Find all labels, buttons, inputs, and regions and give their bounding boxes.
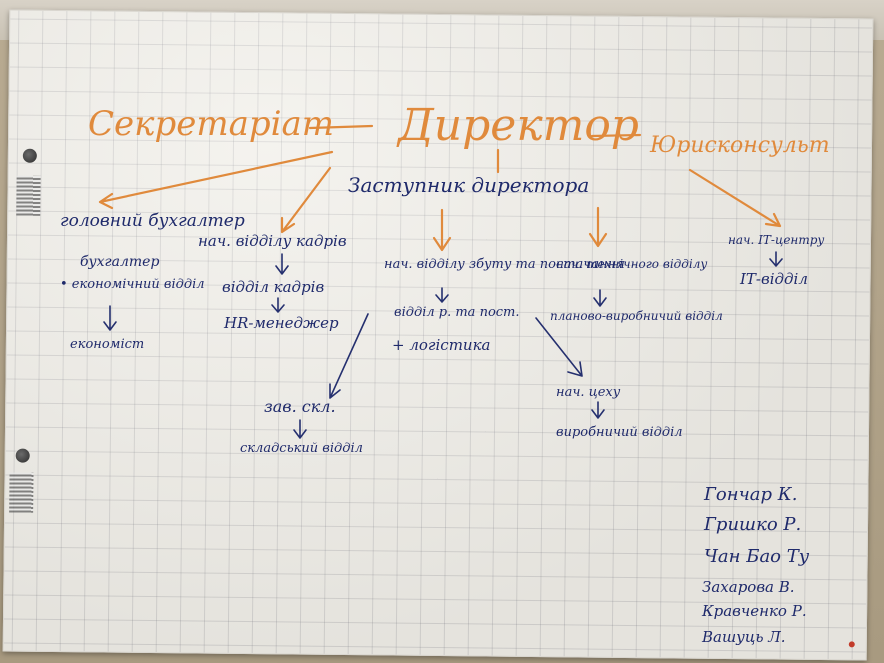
connector-line	[308, 124, 374, 130]
arrow-icon	[98, 150, 334, 210]
tech-title: нач. технічного відділу	[556, 257, 707, 271]
arrow-icon	[591, 401, 605, 419]
supply-sub1: відділ р. та пост.	[394, 305, 520, 320]
connector-line	[590, 133, 642, 138]
it-sub1: ІТ-відділ	[739, 270, 808, 288]
arrow-icon	[329, 313, 369, 399]
author-signatures: Гончар К. Гришко Р. Чан Бао Ту Захарова …	[701, 484, 810, 646]
arrow-icon	[432, 208, 452, 252]
director-label: Директор	[396, 100, 639, 151]
arrow-icon	[293, 419, 307, 439]
accountant-sub2: • економічний відділ	[60, 277, 205, 292]
author-name: Захарова В.	[702, 578, 795, 596]
hr-title: нач. відділу кадрів	[198, 232, 347, 250]
hr-sub2: HR-менеджер	[223, 314, 339, 332]
arrow-icon	[688, 168, 782, 228]
it-title: нач. ІТ-центру	[728, 233, 824, 247]
workshop-sub1: виробничий відділ	[556, 425, 683, 440]
author-name: Чан Бао Ту	[704, 546, 810, 567]
arrow-icon	[593, 289, 607, 307]
arrow-icon	[769, 251, 783, 267]
supply-title: нач. відділу збуту та постачання	[384, 257, 625, 272]
author-name: Кравченко Р.	[701, 602, 807, 620]
workshop-title: нач. цеху	[556, 385, 621, 400]
warehouse-title: зав. скл.	[264, 397, 336, 416]
arrow-icon	[280, 166, 332, 234]
arrow-icon	[588, 206, 608, 248]
author-name: Вашуць Л.	[701, 628, 786, 646]
accountant-sub1: бухгалтер	[80, 254, 159, 270]
lawyer-label: Юрисконсульт	[649, 133, 830, 158]
supply-sub2: + логістика	[392, 336, 490, 354]
author-name: Гончар К.	[703, 484, 797, 505]
arrow-icon	[535, 317, 583, 377]
arrow-icon	[271, 297, 285, 313]
tech-sub1: планово-виробничий відділ	[550, 309, 723, 323]
deputy-label: Заступник директора	[348, 173, 589, 197]
author-name: Гришко Р.	[703, 514, 801, 535]
arrow-icon	[275, 253, 289, 275]
warehouse-sub1: складський відділ	[240, 441, 363, 456]
hr-sub1: відділ кадрів	[222, 278, 324, 296]
accountant-title: головний бухгалтер	[60, 211, 245, 231]
arrow-icon	[435, 287, 449, 303]
arrow-icon	[103, 305, 117, 331]
secretariat-label: Секретаріат	[88, 104, 334, 144]
accountant-leaf: економіст	[70, 337, 144, 352]
